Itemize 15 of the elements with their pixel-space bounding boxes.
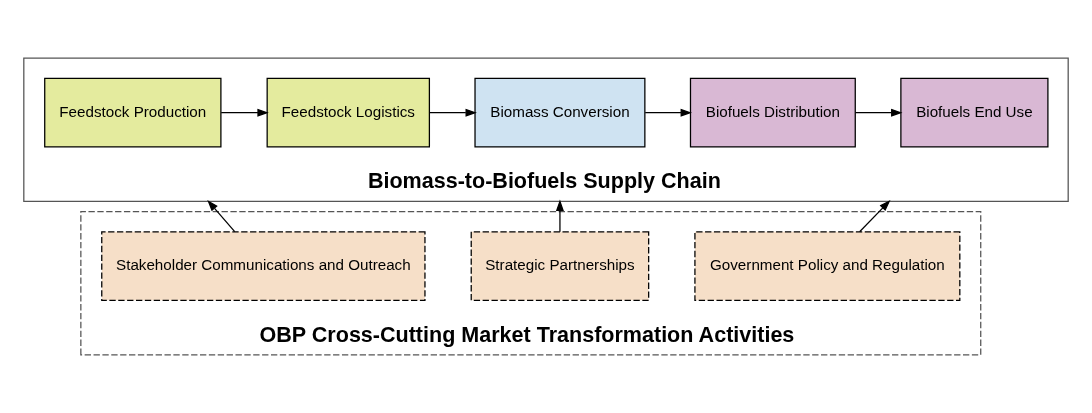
arrow <box>644 108 692 117</box>
arrow <box>207 199 236 233</box>
arrow <box>429 108 477 117</box>
node-box: Biofuels End Use <box>900 77 1049 148</box>
arrow <box>220 108 269 117</box>
node-box: Biofuels Distribution <box>689 77 856 148</box>
node-box: Feedstock Production <box>44 77 222 148</box>
node-box: Stakeholder Communications and Outreach <box>101 231 426 301</box>
arrow <box>555 199 564 233</box>
arrow <box>854 108 903 117</box>
node-box: Feedstock Logistics <box>266 77 431 148</box>
node-box: Strategic Partnerships <box>470 231 650 301</box>
arrow <box>859 200 891 233</box>
node-box: Government Policy and Regulation <box>694 231 961 301</box>
node-box: Biomass Conversion <box>474 77 646 148</box>
